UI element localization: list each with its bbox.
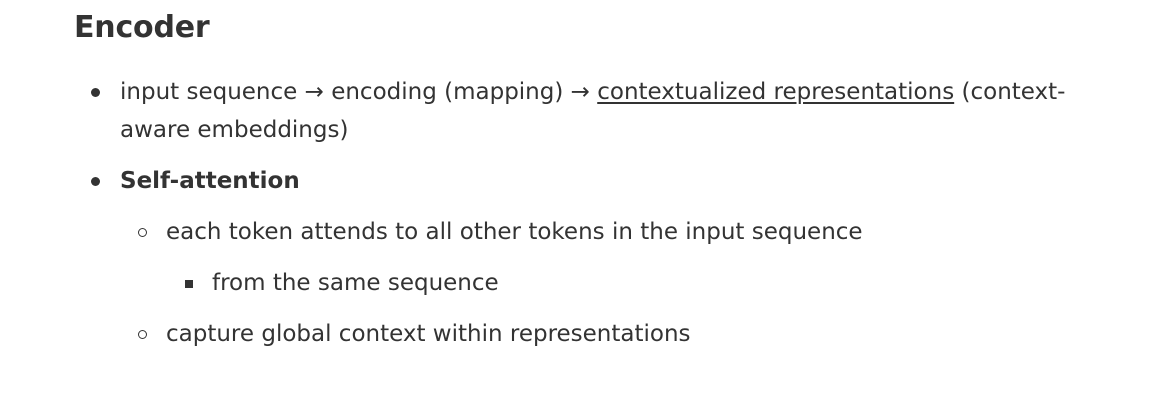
section-heading: Encoder	[74, 10, 210, 45]
circle-bullet-icon	[138, 228, 147, 237]
list-item-text-continued: aware embeddings)	[120, 117, 349, 143]
sub-sub-list-item-text: from the same sequence	[212, 270, 499, 296]
disc-bullet-icon	[91, 88, 100, 97]
circle-bullet-icon	[138, 330, 147, 339]
disc-bullet-icon	[91, 177, 100, 186]
square-bullet-icon	[185, 280, 193, 288]
contextualized-representations-link[interactable]: contextualized representations	[597, 79, 955, 105]
list-item-text: input sequence → encoding (mapping) → co…	[120, 73, 1080, 111]
sub-list-item-text: capture global context within representa…	[166, 321, 691, 347]
item-text-part1: input sequence → encoding (mapping) →	[120, 79, 598, 105]
self-attention-label: Self-attention	[120, 168, 300, 194]
sub-list-item-text: each token attends to all other tokens i…	[166, 219, 863, 245]
item-text-part2: (context-	[954, 79, 1066, 105]
